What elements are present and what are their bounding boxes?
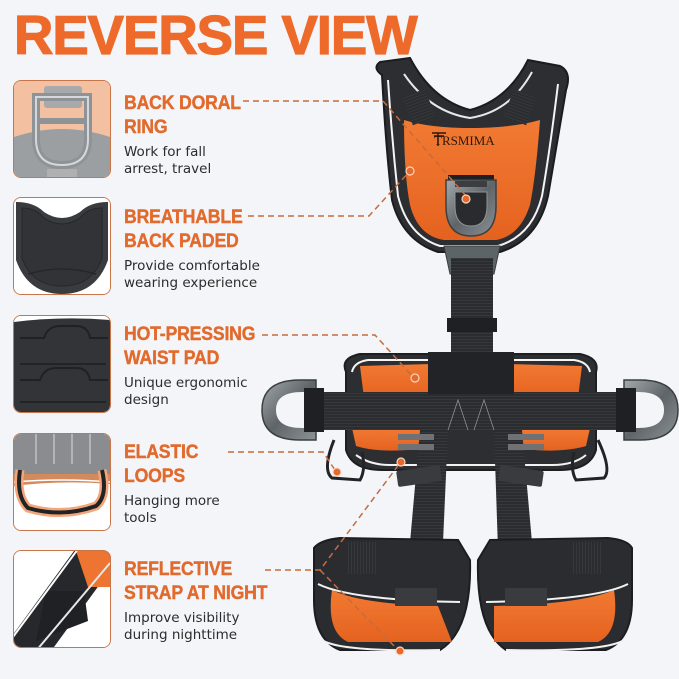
d-ring-icon	[14, 81, 110, 177]
feature-title: STRAP AT NIGHT	[124, 583, 268, 604]
reflective-strap-icon	[14, 551, 110, 647]
feature-description: Work for fall	[124, 144, 206, 160]
back-strap	[430, 245, 512, 380]
feature-title: REFLECTIVE	[124, 559, 233, 580]
feature-description: during nighttime	[124, 627, 238, 643]
page-title: REVERSE VIEW	[13, 3, 418, 66]
elastic-loops	[326, 439, 609, 482]
feature-description: Hanging more	[124, 493, 220, 509]
feature-title: ELASTIC	[124, 442, 199, 463]
feature-description: arrest, travel	[124, 161, 212, 177]
feature-title: LOOPS	[124, 466, 185, 487]
feature-title: WAIST PAD	[124, 348, 220, 369]
feature-title: BREATHABLE	[124, 207, 243, 228]
feature-description: wearing experience	[124, 275, 258, 291]
feature-title: BACK PADED	[124, 231, 239, 252]
back-d-ring	[445, 175, 497, 237]
elastic-loop-icon	[14, 434, 110, 530]
feature-hot-pressing-waist-pad: HOT-PRESSING WAIST PAD Unique ergonomic …	[124, 323, 304, 409]
brand-logo: TRSMIMA	[434, 133, 495, 148]
callout-dots	[332, 166, 471, 656]
feature-back-doral-ring: BACK DORAL RING Work for fall arrest, tr…	[124, 92, 304, 178]
shoulder-yoke	[375, 56, 569, 253]
feature-title: HOT-PRESSING	[124, 324, 256, 345]
leg-straps	[396, 430, 544, 610]
feature-description: Improve visibility	[124, 610, 240, 626]
feature-description: tools	[124, 510, 157, 526]
thumbnail-reflective-strap	[13, 550, 111, 648]
thumbnail-elastic-loop	[13, 433, 111, 531]
thumbnail-back-pad	[13, 197, 111, 295]
feature-reflective-strap: REFLECTIVE STRAP AT NIGHT Improve visibi…	[124, 558, 304, 644]
waist-belt	[300, 352, 640, 471]
feature-description: design	[124, 392, 169, 408]
waist-pad-icon	[14, 316, 110, 412]
mesh-back-pad-icon	[14, 198, 110, 294]
feature-description: Unique ergonomic	[124, 375, 248, 391]
thumbnail-back-d-ring	[13, 80, 111, 178]
feature-elastic-loops: ELASTIC LOOPS Hanging more tools	[124, 441, 304, 527]
thumbnail-waist-pad	[13, 315, 111, 413]
feature-description: Provide comfortable	[124, 258, 260, 274]
leg-loops	[313, 536, 633, 652]
feature-title: RING	[124, 117, 168, 138]
side-d-rings	[261, 379, 679, 441]
feature-title: BACK DORAL	[124, 93, 241, 114]
feature-breathable-back-pad: BREATHABLE BACK PADED Provide comfortabl…	[124, 206, 304, 292]
